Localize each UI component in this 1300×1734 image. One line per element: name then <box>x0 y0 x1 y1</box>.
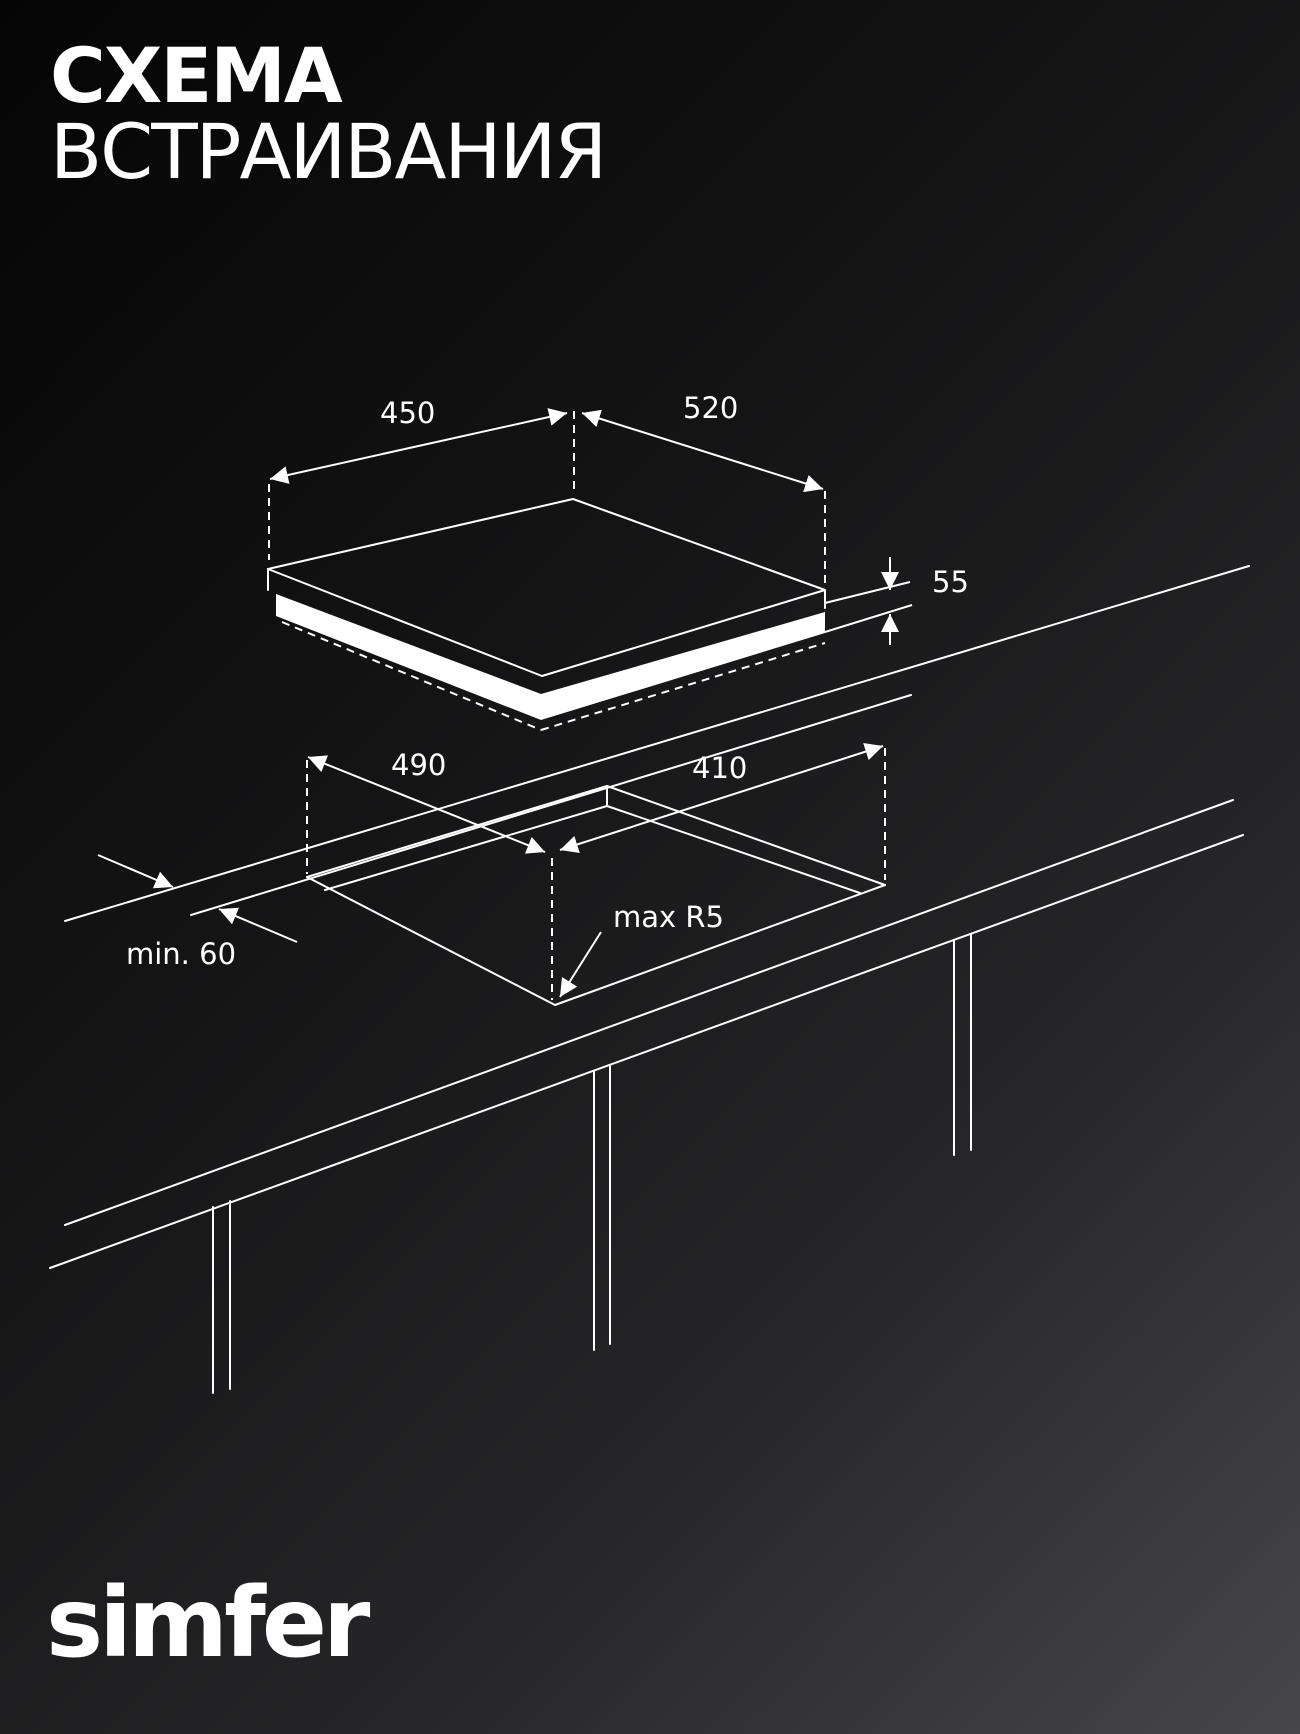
title-line-2: ВСТРАИВАНИЯ <box>50 107 607 196</box>
leader-line-r5 <box>559 931 602 998</box>
label-450: 450 <box>380 396 435 430</box>
hob-bottom-dashed <box>540 642 826 731</box>
label-min-60: min. 60 <box>126 937 236 971</box>
dimension-line-55 <box>824 581 911 604</box>
hob-edge <box>276 594 825 720</box>
label-490: 490 <box>391 748 446 782</box>
label-520: 520 <box>683 391 738 425</box>
title-line-1: СХЕМА <box>50 31 343 120</box>
label-max-r5: max R5 <box>613 900 724 934</box>
dimension-line-490 <box>307 755 546 854</box>
cutout <box>306 785 886 1006</box>
dimension-arrow-60 <box>218 907 298 943</box>
page-title: СХЕМА ВСТРАИВАНИЯ <box>50 31 607 196</box>
brand-logo: simfer <box>46 1567 370 1679</box>
dimension-line-450 <box>269 408 568 484</box>
hob <box>267 498 826 677</box>
label-55: 55 <box>932 565 969 599</box>
label-410: 410 <box>692 751 747 785</box>
dimension-line-410 <box>559 742 884 854</box>
dimension-arrow-60 <box>97 854 174 889</box>
dimension-line-55 <box>824 604 913 633</box>
cabinet-legs <box>212 933 972 1394</box>
dimension-line-520 <box>581 409 824 493</box>
hob-bottom-dashed <box>281 621 542 731</box>
